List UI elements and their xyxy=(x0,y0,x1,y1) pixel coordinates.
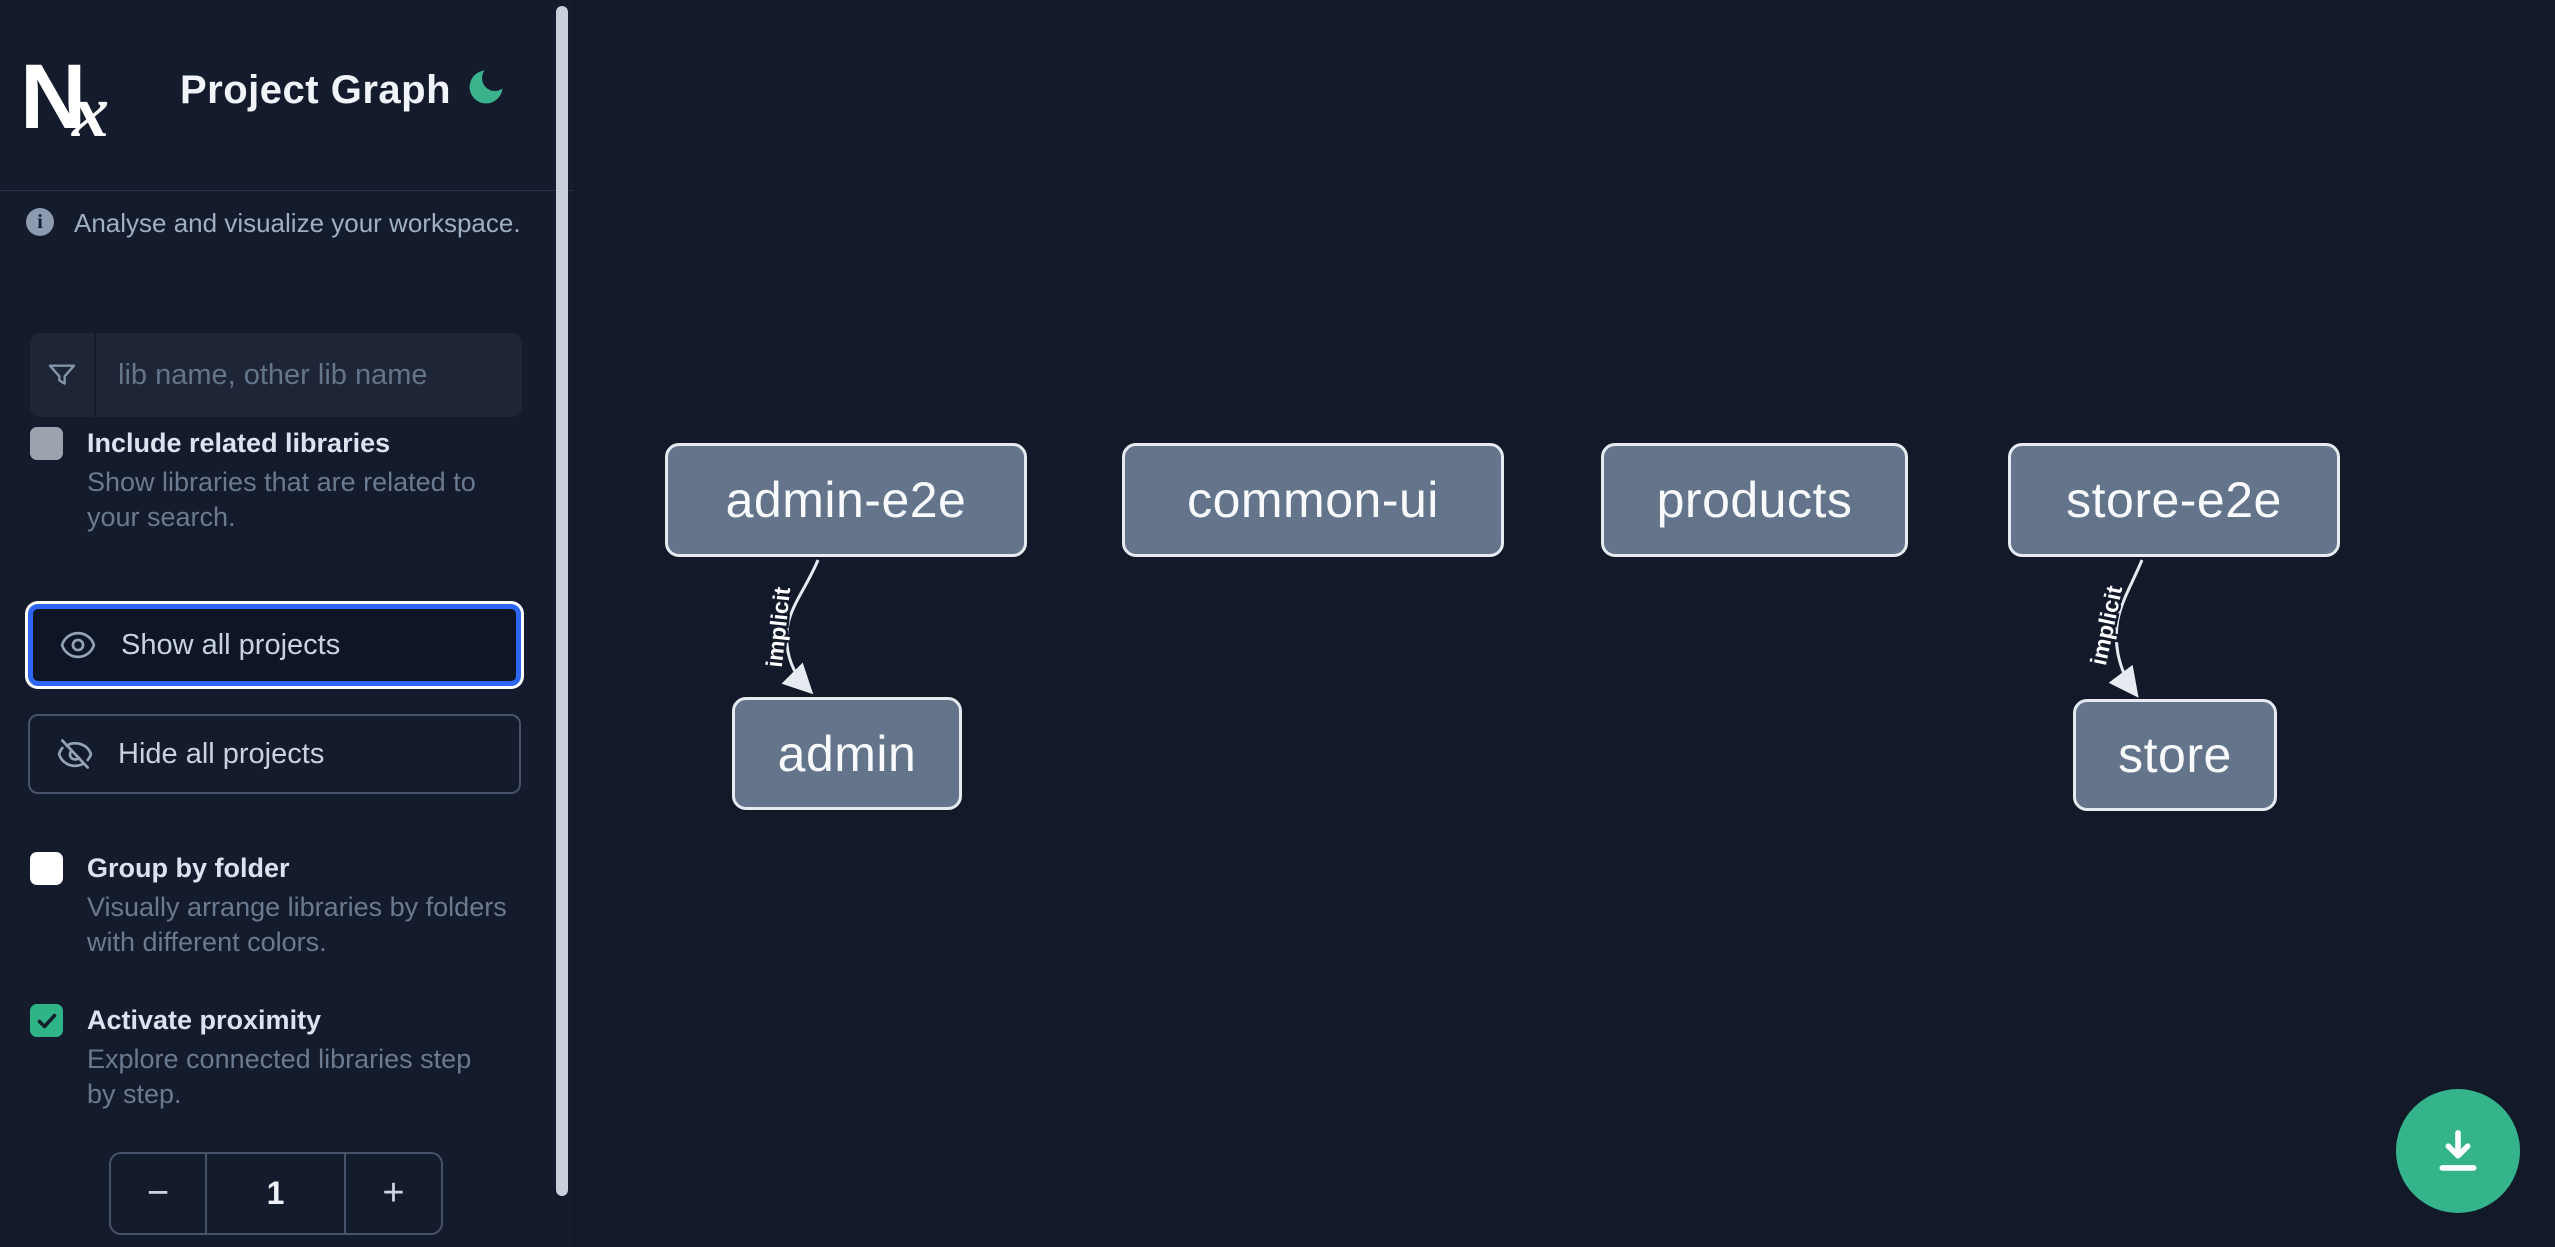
search-input[interactable] xyxy=(96,333,522,417)
activate-proximity-checkbox[interactable] xyxy=(30,1004,63,1037)
project-node-common-ui[interactable]: common-ui xyxy=(1122,443,1504,557)
show-all-projects-label: Show all projects xyxy=(121,628,341,661)
project-node-products[interactable]: products xyxy=(1601,443,1908,557)
check-icon xyxy=(37,1013,56,1028)
eye-icon xyxy=(59,626,97,664)
sidebar-scrollbar[interactable] xyxy=(556,6,568,1196)
decrement-button[interactable]: − xyxy=(111,1154,207,1233)
project-node-admin[interactable]: admin xyxy=(732,697,962,810)
group-by-folder-option: Group by folder Visually arrange librari… xyxy=(30,850,530,960)
include-related-checkbox[interactable] xyxy=(30,427,63,460)
tagline-row: i Analyse and visualize your workspace. xyxy=(26,206,536,240)
include-related-option: Include related libraries Show libraries… xyxy=(30,425,530,535)
show-all-projects-button[interactable]: Show all projects xyxy=(28,604,521,686)
tagline-text: Analyse and visualize your workspace. xyxy=(74,208,521,238)
eye-off-icon xyxy=(56,735,94,773)
group-by-folder-description: Visually arrange libraries by folders wi… xyxy=(87,892,507,957)
hide-all-projects-button[interactable]: Hide all projects xyxy=(28,714,521,794)
download-graph-button[interactable] xyxy=(2396,1089,2520,1213)
include-related-description: Show libraries that are related to your … xyxy=(87,467,476,532)
download-icon xyxy=(2439,1130,2477,1171)
sidebar-header: N x Project Graph xyxy=(0,0,573,191)
page-title: Project Graph xyxy=(180,68,452,112)
svg-text:N: N xyxy=(24,56,86,142)
group-by-folder-label[interactable]: Group by folder xyxy=(87,853,290,883)
activate-proximity-description: Explore connected libraries step by step… xyxy=(87,1044,472,1109)
theme-toggle-button[interactable] xyxy=(460,62,512,114)
search-box xyxy=(30,333,522,417)
project-node-store-e2e[interactable]: store-e2e xyxy=(2008,443,2340,557)
funnel-icon xyxy=(30,333,96,417)
project-node-store[interactable]: store xyxy=(2073,699,2277,811)
info-icon: i xyxy=(26,208,54,236)
hide-all-projects-label: Hide all projects xyxy=(118,737,325,770)
graph-canvas[interactable] xyxy=(573,0,2555,1247)
moon-icon xyxy=(469,70,503,103)
group-by-folder-checkbox[interactable] xyxy=(30,852,63,885)
sidebar: N x Project Graph i Analyse and visualiz… xyxy=(0,0,573,1247)
proximity-depth-value: 1 xyxy=(266,1175,285,1211)
svg-text:x: x xyxy=(71,71,109,142)
proximity-depth-stepper: − 1 + xyxy=(109,1152,443,1235)
activate-proximity-label[interactable]: Activate proximity xyxy=(87,1005,322,1035)
activate-proximity-option: Activate proximity Explore connected lib… xyxy=(30,1002,530,1112)
nx-logo: N x xyxy=(24,56,109,142)
project-node-admin-e2e[interactable]: admin-e2e xyxy=(665,443,1027,557)
increment-button[interactable]: + xyxy=(344,1154,441,1233)
include-related-label[interactable]: Include related libraries xyxy=(87,428,391,458)
